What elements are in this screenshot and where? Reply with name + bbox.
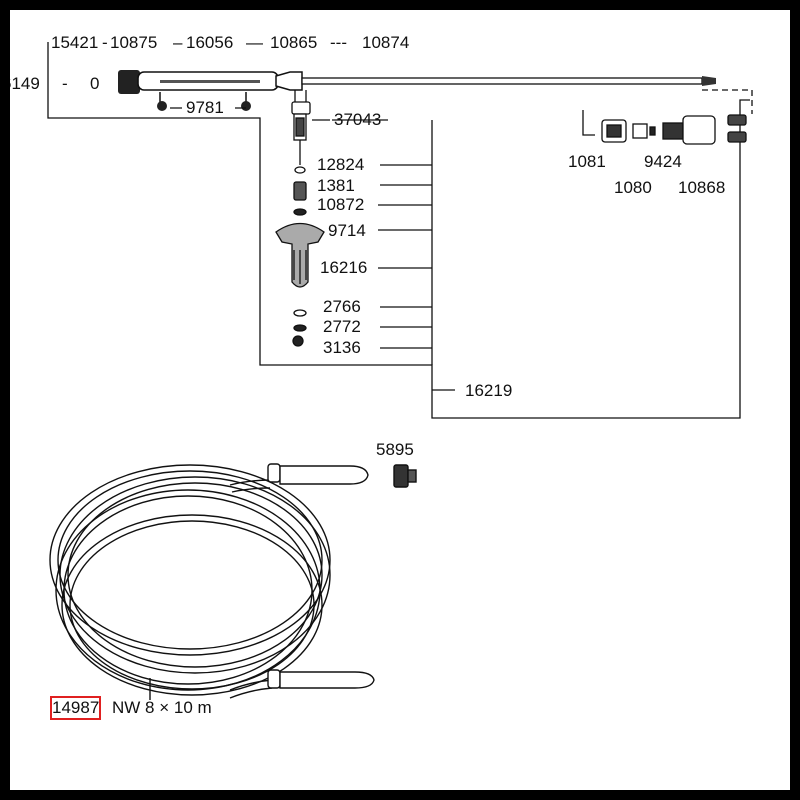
hose-fittings xyxy=(149,463,417,700)
lance-tube xyxy=(301,77,703,85)
label-6149: 6149 xyxy=(10,74,40,93)
label-10875: 10875 xyxy=(110,33,158,52)
leader-lines xyxy=(378,164,455,391)
label-2772: 2772 xyxy=(323,317,361,336)
exploded-parts-drawing xyxy=(47,42,753,700)
lance-tip xyxy=(702,76,716,86)
handle-cap xyxy=(118,70,140,94)
screw-right xyxy=(241,101,251,111)
label-sep-3: — xyxy=(246,33,263,52)
label-6149-dash: - xyxy=(62,74,68,93)
label-15421: 15421 xyxy=(51,33,99,52)
label-10865: 10865 xyxy=(270,33,318,52)
label-sep-2: – xyxy=(173,33,183,52)
label-9714: 9714 xyxy=(328,221,366,240)
label-2766: 2766 xyxy=(323,297,361,316)
leader-bracket-accessory xyxy=(582,110,595,136)
label-hose-spec: NW 8 × 10 m xyxy=(112,698,212,717)
label-5895: 5895 xyxy=(376,440,414,459)
part-10868-shape xyxy=(662,122,684,140)
label-16216: 16216 xyxy=(320,258,368,277)
accessory-parts xyxy=(601,114,747,145)
label-14987-highlighted: 14987 xyxy=(49,696,102,720)
diagram-frame: 15421 - 10875 – 16056 — 10865 --- 10874 … xyxy=(10,10,790,790)
leader-bracket-nozzle xyxy=(702,89,753,114)
label-16056: 16056 xyxy=(186,33,234,52)
label-9781: 9781 xyxy=(186,98,224,117)
spray-lance xyxy=(118,70,716,111)
label-1381: 1381 xyxy=(317,176,355,195)
label-12824: 12824 xyxy=(317,155,365,174)
tee-fitting xyxy=(275,71,303,91)
part-1080-shape xyxy=(632,123,648,139)
screw-left xyxy=(157,101,167,111)
valve-stack xyxy=(275,90,325,347)
part-5895-shape xyxy=(393,464,409,488)
label-sep-4: --- xyxy=(330,33,347,52)
label-16219: 16219 xyxy=(465,381,513,400)
label-sep-1: - xyxy=(102,33,108,52)
label-1081: 1081 xyxy=(568,152,606,171)
label-1080: 1080 xyxy=(614,178,652,197)
label-37043: 37043 xyxy=(334,110,382,129)
hose-coil xyxy=(49,464,331,699)
label-9424: 9424 xyxy=(644,152,682,171)
label-3136: 3136 xyxy=(323,338,361,357)
part-9424-shape xyxy=(649,126,656,136)
label-0: 0 xyxy=(90,74,100,93)
label-10872: 10872 xyxy=(317,195,365,214)
label-10868: 10868 xyxy=(678,178,726,197)
label-10874: 10874 xyxy=(362,33,410,52)
